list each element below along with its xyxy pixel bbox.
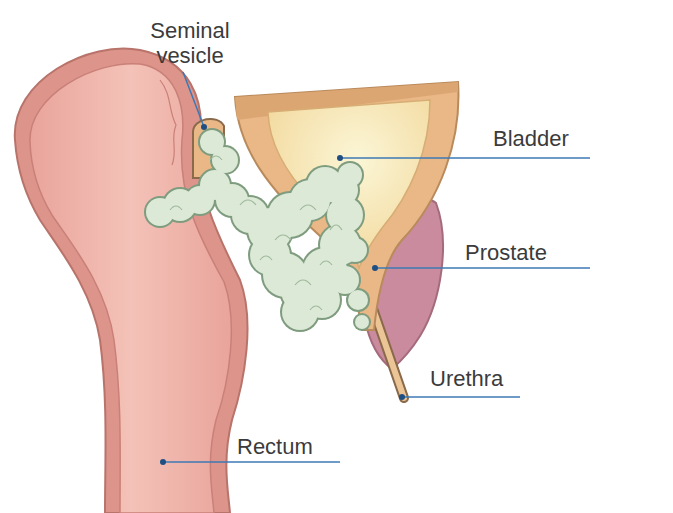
part-label: Prostate [465, 240, 595, 265]
rectum-lumen [30, 64, 231, 513]
part-label: Urethra [430, 366, 550, 391]
part-label: Seminal vesicle [133, 18, 247, 68]
rectum-wall [15, 48, 248, 513]
part-label: Bladder [493, 126, 613, 151]
bladder-shape [235, 82, 458, 330]
tumour-mass [144, 128, 371, 332]
rectum-fold [160, 80, 176, 165]
part-label: Rectum [237, 434, 357, 459]
leader-dots [160, 124, 405, 465]
rectum-shape [15, 48, 248, 513]
